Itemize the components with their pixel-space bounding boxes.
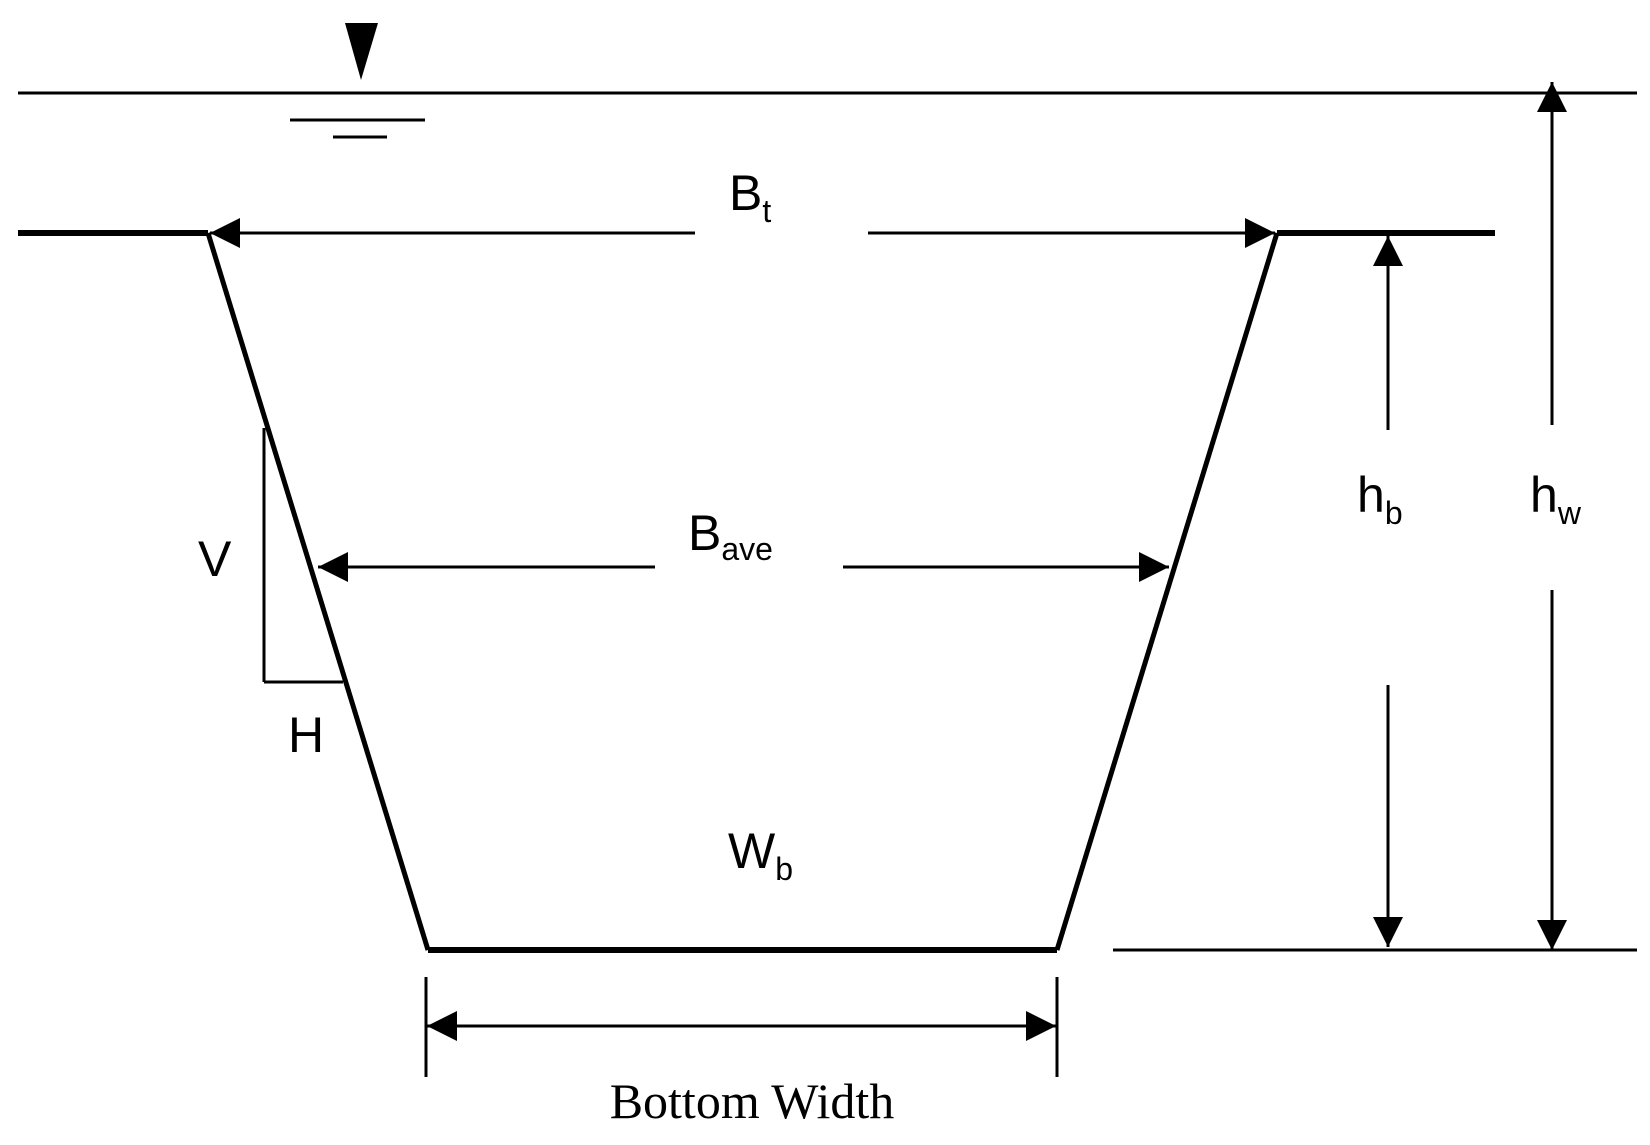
bottom-width-caption: Bottom Width xyxy=(610,1073,895,1129)
bottom-width-symbol-label: Wb xyxy=(728,823,793,887)
slope-vertical-label: V xyxy=(198,531,232,587)
water-height-label: hw xyxy=(1530,467,1582,531)
top-width-label: Bt xyxy=(729,165,771,229)
right-channel-slope xyxy=(1054,232,1280,951)
slope-horizontal-label: H xyxy=(288,707,324,763)
bank-height-label: hb xyxy=(1357,467,1403,531)
left-channel-slope xyxy=(205,232,431,951)
water-level-triangle-icon xyxy=(345,23,378,80)
average-width-label: Bave xyxy=(688,505,773,567)
